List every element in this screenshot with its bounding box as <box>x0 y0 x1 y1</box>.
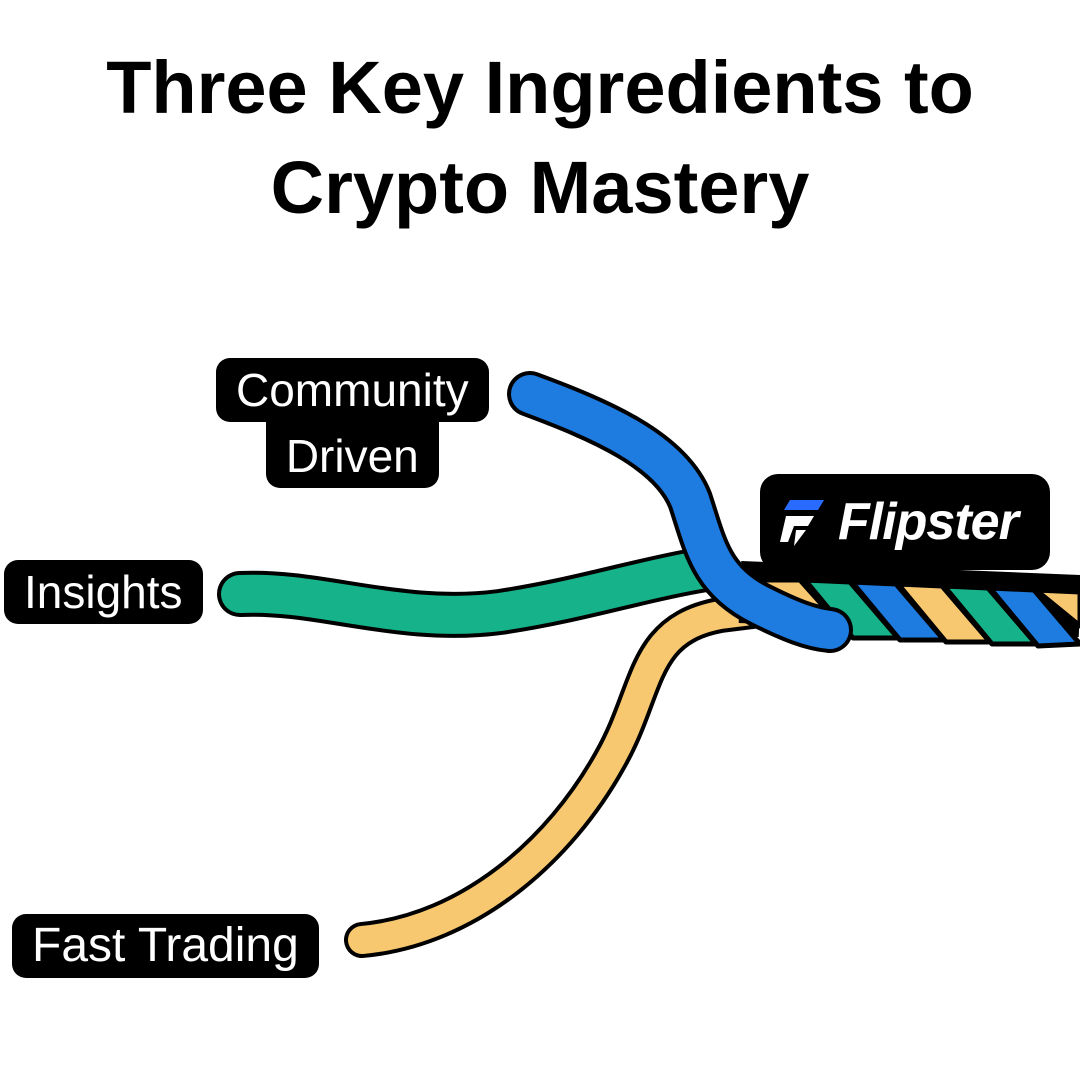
rope-segment-yellow <box>1033 587 1080 629</box>
title-line-1: Three Key Ingredients to <box>106 46 974 129</box>
rope-segment-blue <box>987 585 1080 649</box>
title-line-2: Crypto Mastery <box>270 146 810 229</box>
label-fast-trading: Fast Trading <box>12 914 319 978</box>
label-insights: Insights <box>4 560 203 624</box>
flipster-logo-icon <box>780 500 824 546</box>
strand-fast-trading <box>348 596 774 954</box>
label-community-driven: Community Driven <box>216 358 489 488</box>
flipster-brand-badge: Flipster <box>760 474 1050 570</box>
brand-name: Flipster <box>838 493 1019 551</box>
strand-insights <box>221 551 719 634</box>
label-community-line-1: Community <box>216 358 489 422</box>
diagram-title: Three Key Ingredients to Crypto Mastery <box>0 38 1080 238</box>
strand-community <box>511 375 849 649</box>
strand-fast-trading-outline <box>344 592 778 958</box>
label-community-line-2: Driven <box>265 422 439 488</box>
